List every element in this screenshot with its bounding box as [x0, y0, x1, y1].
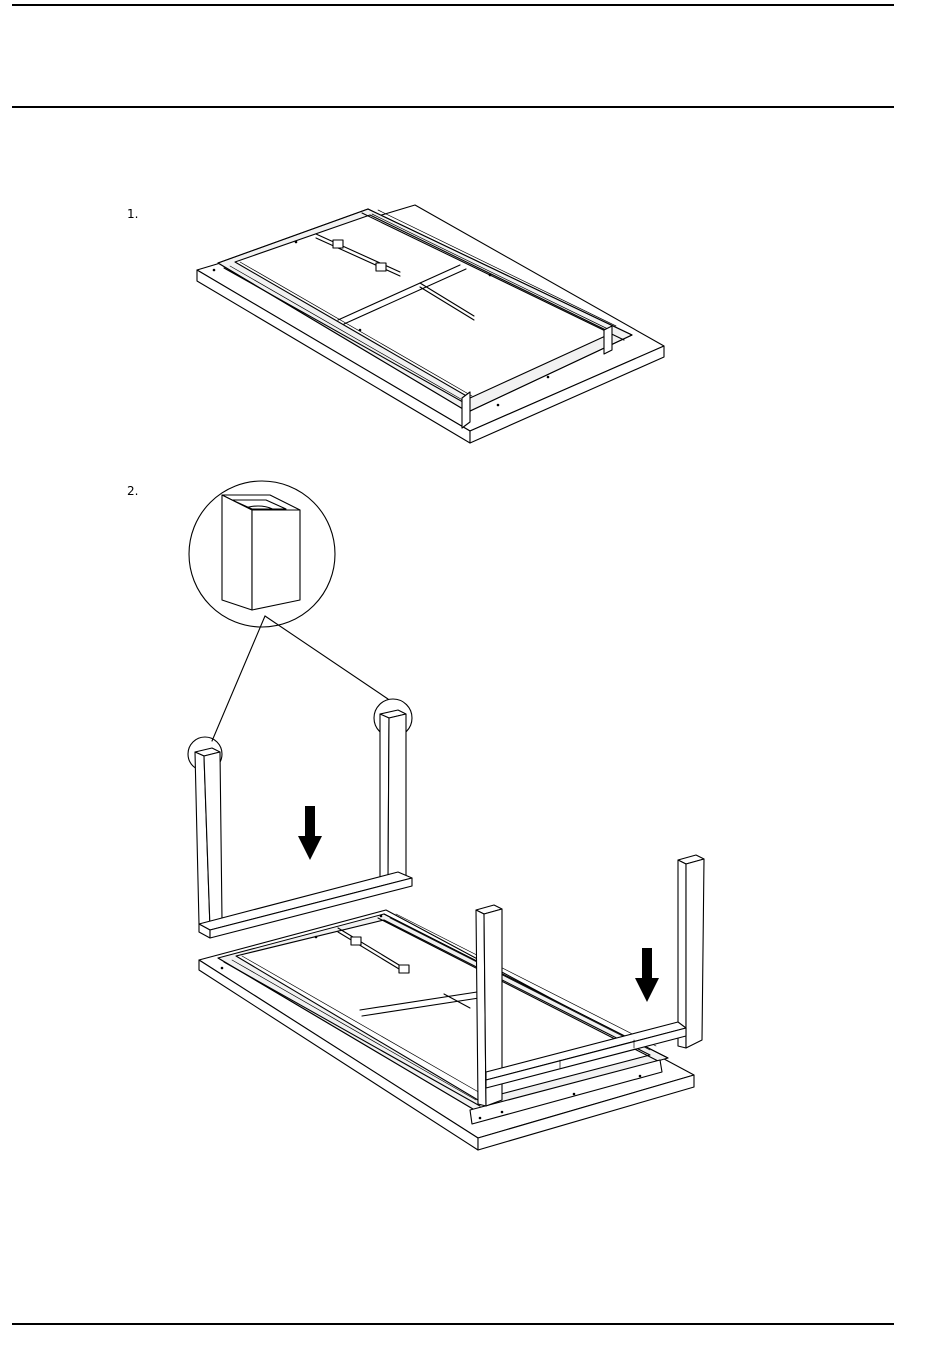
step-1-illustration: [197, 205, 664, 443]
leg-frame-left: [195, 710, 412, 938]
down-arrow-icon-right: [635, 948, 659, 1002]
step-2-illustration: [188, 481, 704, 1150]
detail-magnifier: [189, 481, 388, 741]
down-arrow-icon: [298, 806, 322, 860]
